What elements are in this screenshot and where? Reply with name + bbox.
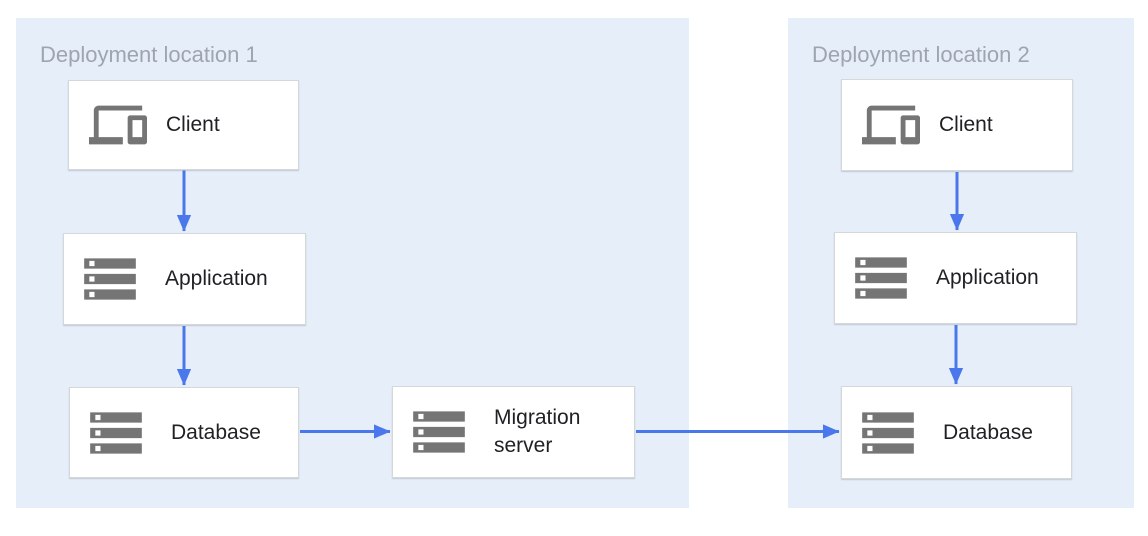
- storage-icon: [850, 247, 912, 309]
- node-migration-server: Migration server: [392, 386, 635, 478]
- region-title-1: Deployment location 1: [40, 42, 258, 67]
- node-loc1-database: Database: [69, 387, 299, 478]
- node-loc1-application: Application: [63, 233, 306, 325]
- storage-icon: [857, 402, 919, 464]
- node-label: Migration server: [494, 406, 581, 457]
- node-label: Client: [939, 113, 993, 136]
- storage-icon: [408, 401, 470, 463]
- node-label: Application: [165, 267, 268, 290]
- node-label: Client: [166, 113, 220, 136]
- devices-icon: [84, 96, 152, 154]
- node-loc2-client: Client: [841, 79, 1073, 171]
- devices-icon: [857, 96, 925, 154]
- storage-icon: [79, 248, 141, 310]
- region-title-2: Deployment location 2: [812, 42, 1030, 67]
- node-loc2-database: Database: [841, 386, 1072, 479]
- node-loc2-application: Application: [834, 232, 1077, 324]
- node-label: Database: [943, 420, 1033, 444]
- node-label: Application: [936, 266, 1039, 289]
- node-loc1-client: Client: [68, 80, 299, 170]
- storage-icon: [85, 402, 147, 464]
- node-label: Database: [171, 420, 261, 444]
